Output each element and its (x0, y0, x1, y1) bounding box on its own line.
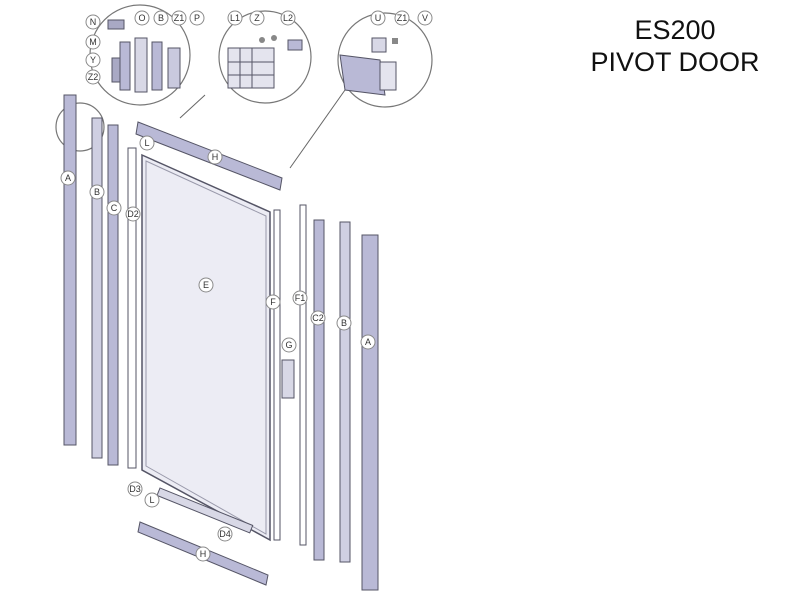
callout-a-right: A (360, 334, 376, 350)
callout-label: D3 (129, 484, 141, 494)
callout-label: Z2 (88, 72, 99, 82)
callout-label: M (89, 37, 97, 47)
callout-label: N (90, 17, 97, 27)
bottom-seal (156, 487, 254, 534)
callout-b-left: B (89, 184, 105, 200)
callout-label: O (138, 13, 145, 23)
callout-label: L (149, 495, 154, 505)
callout-z1-right: Z1 (394, 10, 410, 26)
model-code: ES200 (634, 15, 716, 45)
channel-right (339, 221, 351, 563)
callout-label: F1 (295, 293, 306, 303)
glass-inner-edge (145, 160, 267, 535)
callout-label: U (375, 13, 382, 23)
callout-label: L (144, 138, 149, 148)
door-frame-right (313, 219, 325, 561)
door-handle (281, 359, 295, 399)
callout-label: Y (90, 55, 96, 65)
channel-left (91, 117, 103, 459)
zoom-parts-top-middle (227, 35, 303, 89)
callout-z-mid: Z (249, 10, 265, 26)
callout-label: F (270, 297, 276, 307)
glass-panel (141, 153, 271, 542)
callout-label: H (200, 549, 207, 559)
callout-label: C2 (312, 313, 324, 323)
callout-label: P (194, 13, 200, 23)
zoom-leader-middle (179, 94, 206, 119)
callout-o: O (134, 10, 150, 26)
callout-d4: D4 (217, 526, 233, 542)
callout-label: Z1 (174, 13, 185, 23)
callout-label: D2 (127, 209, 139, 219)
callout-label: C (111, 203, 118, 213)
callout-label: L1 (230, 13, 240, 23)
callout-b-right: B (336, 315, 352, 331)
callout-d3: D3 (127, 481, 143, 497)
callout-z1-top: Z1 (171, 10, 187, 26)
callout-label: D4 (219, 529, 231, 539)
callout-label: A (65, 173, 71, 183)
wall-profile-left (63, 94, 77, 446)
callout-label: A (365, 337, 371, 347)
callout-label: L2 (283, 13, 293, 23)
callout-p: P (189, 10, 205, 26)
callout-l2: L2 (280, 10, 296, 26)
zoom-parts-top-right (339, 37, 398, 96)
callout-l1-top: L1 (227, 10, 243, 26)
callout-e: E (198, 277, 214, 293)
callout-d2: D2 (125, 206, 141, 222)
zoom-parts-top-left (107, 19, 181, 93)
callout-v: V (417, 10, 433, 26)
callout-a-left: A (60, 170, 76, 186)
right-profiles (273, 204, 379, 591)
callout-u: U (370, 10, 386, 26)
callout-m: M (85, 34, 101, 50)
callout-label: H (212, 152, 219, 162)
callout-label: Z (254, 13, 260, 23)
callout-label: V (422, 13, 428, 23)
callout-label: B (94, 187, 100, 197)
seal-door-edge (273, 209, 281, 541)
callout-f1: F1 (292, 290, 308, 306)
callout-z2: Z2 (85, 69, 101, 85)
callout-label: Z1 (397, 13, 408, 23)
callout-label: B (341, 318, 347, 328)
seal-right (299, 204, 307, 546)
callout-c-left: C (106, 200, 122, 216)
callout-b-top: B (153, 10, 169, 26)
callout-label: E (203, 280, 209, 290)
callout-c2: C2 (310, 310, 326, 326)
callout-g: G (281, 337, 297, 353)
left-profiles (63, 94, 137, 469)
door-frame-left (107, 124, 119, 466)
seal-left (127, 147, 137, 469)
wall-profile-right (361, 234, 379, 591)
callout-h-bottom: H (195, 546, 211, 562)
title-block: ES200 PIVOT DOOR (560, 14, 790, 78)
callout-y: Y (85, 52, 101, 68)
callout-label: B (158, 13, 164, 23)
callout-l-bottom: L (144, 492, 160, 508)
product-name: PIVOT DOOR (590, 47, 760, 77)
callout-n: N (85, 14, 101, 30)
callout-label: G (285, 340, 292, 350)
callout-l-top: L (139, 135, 155, 151)
callout-f: F (265, 294, 281, 310)
callout-h-top: H (207, 149, 223, 165)
zoom-leader-right (289, 89, 346, 169)
